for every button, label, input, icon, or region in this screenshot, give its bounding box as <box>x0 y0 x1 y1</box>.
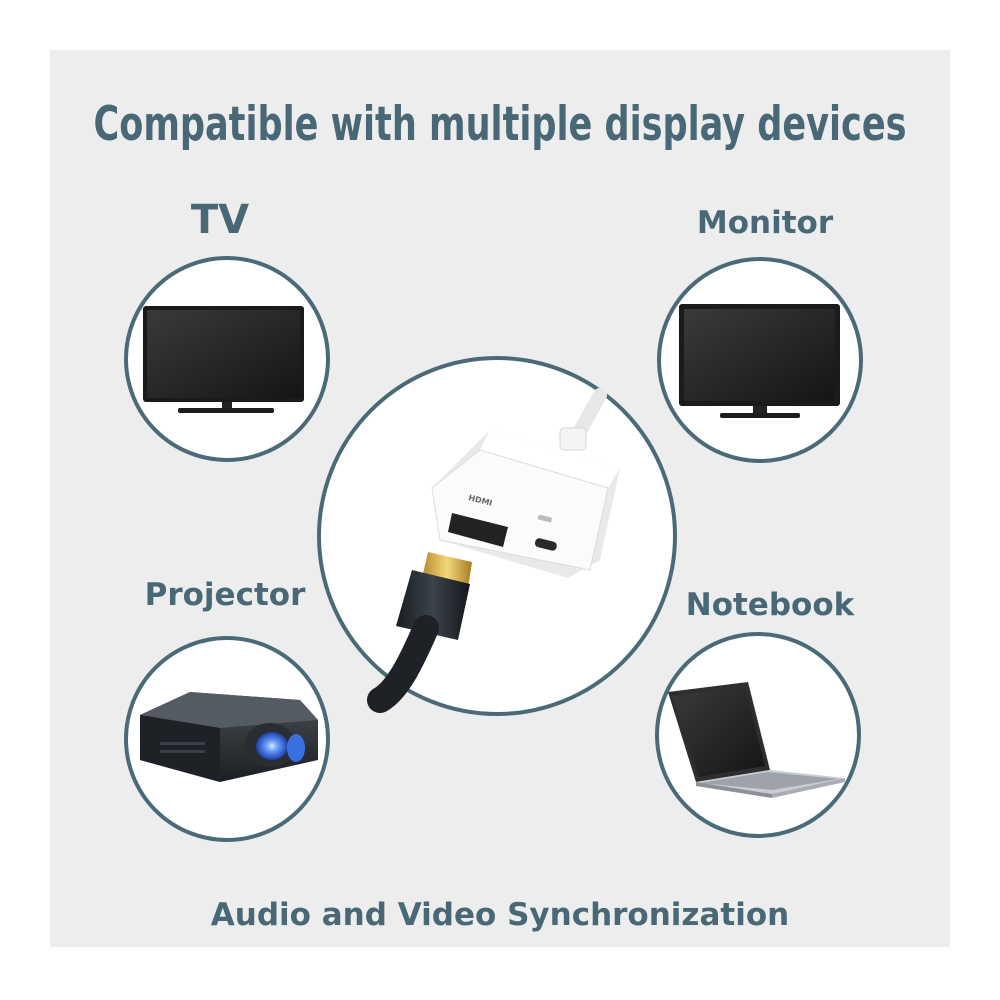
headline: Compatible with multiple display devices <box>93 98 907 152</box>
adapter-icon: HDMI <box>367 388 620 713</box>
tv-circle <box>124 256 330 462</box>
adapter-circle: HDMI <box>317 356 677 716</box>
projector-circle <box>124 636 330 842</box>
notebook-circle <box>655 632 861 838</box>
monitor-label: Monitor <box>696 205 834 241</box>
monitor-icon <box>679 304 840 418</box>
notebook-label: Notebook <box>685 587 855 623</box>
footer-tagline: Audio and Video Synchronization <box>210 897 790 933</box>
monitor-circle <box>657 257 863 463</box>
notebook-icon <box>668 682 845 798</box>
tv-label: TV <box>190 197 250 243</box>
projector-icon <box>140 692 318 782</box>
projector-label: Projector <box>144 577 306 613</box>
tv-icon <box>143 306 304 413</box>
